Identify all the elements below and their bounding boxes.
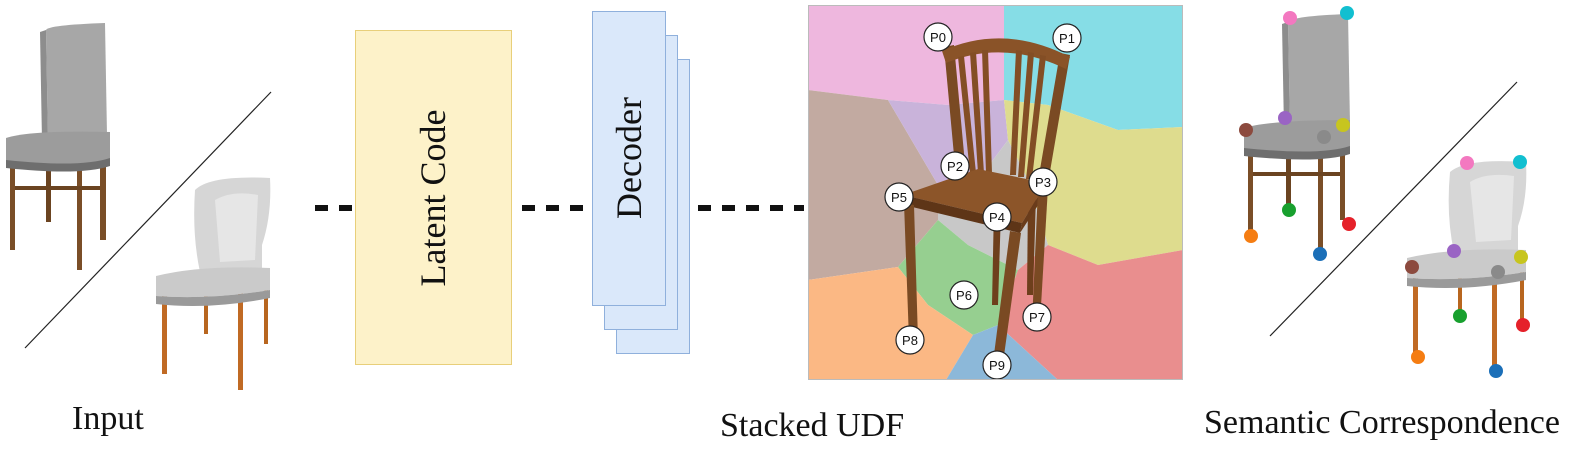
point-p9: P9 xyxy=(982,350,1012,380)
correspondence-divider xyxy=(1269,81,1518,337)
decoder-label: Decoder xyxy=(609,97,649,219)
dot-p8-a xyxy=(1244,229,1258,243)
point-label: P9 xyxy=(989,358,1005,373)
point-label: P0 xyxy=(930,30,946,45)
dot-p0-a xyxy=(1283,11,1297,25)
input-chair-straight xyxy=(6,23,110,270)
dot-p3-b xyxy=(1514,250,1528,264)
dot-p0-b xyxy=(1460,156,1474,170)
stacked-udf-panel: P0 P1 P2 P3 P4 P5 P6 P7 P8 P9 xyxy=(808,5,1183,380)
region-p6 xyxy=(898,220,1018,335)
dot-p5-b xyxy=(1405,260,1419,274)
dot-p2-b xyxy=(1447,244,1461,258)
dot-p8-b xyxy=(1411,350,1425,364)
point-p5: P5 xyxy=(884,182,914,212)
correspondence-chair-curved xyxy=(1407,161,1527,370)
dot-p9-b xyxy=(1489,364,1503,378)
region-p7 xyxy=(998,245,1183,380)
input-chair-curved xyxy=(156,177,271,390)
point-label: P5 xyxy=(891,190,907,205)
point-p7: P7 xyxy=(1022,302,1052,332)
point-label: P7 xyxy=(1029,310,1045,325)
dot-p1-a xyxy=(1340,6,1354,20)
dot-p7-a xyxy=(1342,217,1356,231)
dot-p4-b xyxy=(1491,265,1505,279)
dot-p7-b xyxy=(1516,318,1530,332)
decoder-layer-front xyxy=(592,11,666,306)
point-label: P3 xyxy=(1035,175,1051,190)
point-label: P2 xyxy=(947,159,963,174)
point-p2: P2 xyxy=(940,151,970,181)
point-label: P8 xyxy=(902,333,918,348)
dot-p3-a xyxy=(1336,118,1350,132)
point-p8: P8 xyxy=(895,325,925,355)
point-p3: P3 xyxy=(1028,167,1058,197)
region-p8 xyxy=(808,267,973,380)
semantic-correspondence-chairs xyxy=(1239,6,1530,378)
point-label: P4 xyxy=(989,210,1005,225)
dot-p6-a xyxy=(1282,203,1296,217)
latent-code-label: Latent Code xyxy=(413,109,453,287)
correspondence-dots xyxy=(1239,6,1530,378)
caption-semantic-correspondence: Semantic Correspondence xyxy=(1204,404,1560,441)
point-p0: P0 xyxy=(923,22,953,52)
dot-p2-a xyxy=(1278,111,1292,125)
caption-stacked-udf: Stacked UDF xyxy=(720,407,905,444)
latent-code-block xyxy=(355,30,512,365)
correspondence-chair-straight xyxy=(1244,14,1350,253)
dot-p9-a xyxy=(1313,247,1327,261)
point-markers: P0 P1 P2 P3 P4 P5 P6 P7 P8 P9 xyxy=(884,22,1082,380)
dot-p4-a xyxy=(1317,130,1331,144)
point-label: P6 xyxy=(956,288,972,303)
point-p6: P6 xyxy=(949,280,979,310)
region-p1 xyxy=(1004,5,1183,130)
dot-p6-b xyxy=(1453,309,1467,323)
voronoi-regions xyxy=(808,5,1183,380)
point-p4: P4 xyxy=(982,202,1012,232)
caption-input: Input xyxy=(72,400,144,437)
input-chairs xyxy=(6,23,272,390)
point-label: P1 xyxy=(1059,31,1075,46)
point-p1: P1 xyxy=(1052,23,1082,53)
dot-p1-b xyxy=(1513,155,1527,169)
dot-p5-a xyxy=(1239,123,1253,137)
